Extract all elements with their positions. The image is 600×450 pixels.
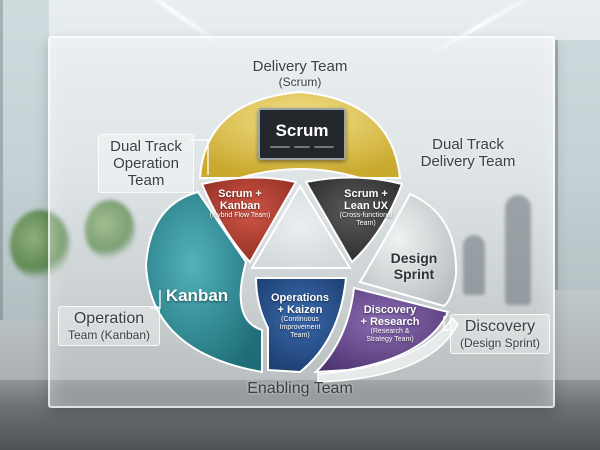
scrum-kanban-segment	[200, 176, 298, 264]
scrum-lean-ux-line1: Scrum +	[344, 188, 388, 200]
dual-track-delivery-line2: Delivery Team	[420, 153, 516, 170]
design-sprint-line1: Design	[390, 250, 438, 266]
discovery-title: Discovery	[464, 318, 536, 335]
operation-team-title: Operation	[73, 310, 145, 327]
design-sprint-segment	[358, 192, 458, 308]
operations-kaizen-segment	[254, 277, 348, 374]
screen-line	[294, 146, 310, 148]
scrum-monitor: Scrum	[258, 108, 346, 160]
delivery-team-title: Delivery Team	[252, 58, 348, 75]
scrum-lean-ux-note: (Cross-functional Team)	[339, 212, 393, 227]
dual-track-delivery-line1: Dual Track	[432, 136, 504, 153]
scrum-lean-ux-line2: Lean UX	[343, 200, 388, 212]
enabling-team-label: Enabling Team	[228, 380, 372, 397]
scrum-label: Scrum	[275, 121, 329, 140]
discovery-research-note: (Research & Strategy Team)	[366, 328, 414, 343]
callout-line	[190, 139, 209, 175]
dual-track-delivery-label: Dual Track Delivery Team	[412, 136, 524, 170]
ops-kaizen-line2: + Kaizen	[277, 304, 323, 316]
discovery-research-line2: + Research	[360, 316, 420, 328]
operation-team-label: Operation Team (Kanban)	[58, 306, 160, 346]
operation-team-subtitle: Team (Kanban)	[67, 328, 151, 342]
dual-track-operation-line2: Operation	[113, 155, 179, 172]
discovery-research-line1: Discovery	[363, 304, 417, 316]
dual-track-operation-line1: Dual Track	[110, 138, 182, 155]
ops-kaizen-line1: Operations	[270, 292, 330, 304]
callout-line	[150, 290, 161, 309]
screen-line	[270, 146, 290, 148]
window-pane	[555, 40, 600, 290]
ops-kaizen-label: Operations + Kaizen (Continuous Improvem…	[258, 292, 342, 340]
dual-track-operation-label: Dual Track Operation Team	[98, 134, 194, 193]
plant	[85, 200, 135, 260]
center-segment	[250, 184, 352, 269]
screen-line	[314, 146, 334, 148]
kanban-label: Kanban	[162, 286, 232, 306]
background-person	[463, 235, 485, 295]
scrum-kanban-note: (Hybrid Flow Team)	[209, 212, 271, 219]
scrum-kanban-line2: Kanban	[219, 200, 261, 212]
enabling-team-title: Enabling Team	[247, 380, 353, 397]
scrum-kanban-label: Scrum + Kanban (Hybrid Flow Team)	[207, 188, 273, 220]
design-sprint-line2: Sprint	[393, 266, 435, 282]
scrum-kanban-line1: Scrum +	[218, 188, 262, 200]
ops-kaizen-note: (Continuous Improvement Team)	[279, 316, 321, 339]
discovery-subtitle: (Design Sprint)	[459, 336, 541, 350]
discovery-research-label: Discovery + Research (Research & Strateg…	[350, 304, 430, 344]
callout-line	[443, 316, 452, 331]
scrum-lean-ux-segment	[304, 176, 404, 264]
design-sprint-label: Design Sprint	[384, 250, 444, 282]
background-person	[505, 195, 531, 305]
delivery-team-subtitle: (Scrum)	[278, 75, 322, 89]
outer-rim	[317, 316, 459, 383]
kanban-segment	[144, 190, 263, 374]
scrum-lean-ux-label: Scrum + Lean UX (Cross-functional Team)	[332, 188, 400, 228]
dual-track-operation-line3: Team	[127, 172, 165, 189]
plant	[10, 210, 70, 280]
kanban-label-text: Kanban	[165, 286, 229, 305]
table-surface	[0, 380, 600, 450]
discovery-label: Discovery (Design Sprint)	[450, 314, 550, 354]
delivery-team-label: Delivery Team (Scrum)	[228, 58, 372, 89]
